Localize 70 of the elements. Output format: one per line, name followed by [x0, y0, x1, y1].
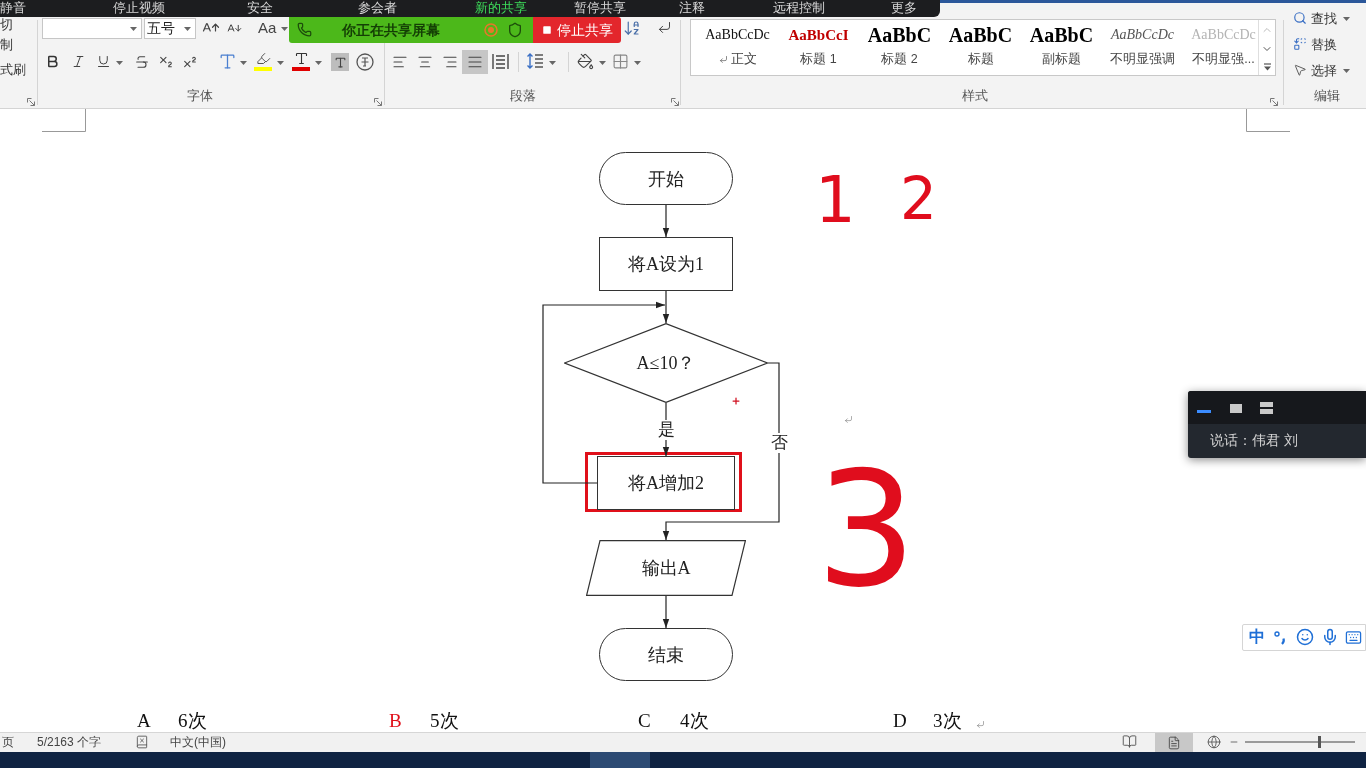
ribbon-command-text: 式刷: [0, 62, 26, 78]
node-text: A≤10？: [636, 352, 696, 374]
style-name: 副标题: [1042, 51, 1081, 68]
select-label: 选择: [1311, 62, 1337, 79]
process-box: [599, 237, 733, 291]
find-label: 查找: [1311, 10, 1337, 27]
io-parallelogram: [586, 540, 746, 596]
handwritten-number: 1: [815, 168, 856, 232]
group-label: 样式: [962, 88, 988, 104]
group-label: 编辑: [1314, 88, 1340, 104]
option-text: 4次: [680, 710, 709, 732]
toolbar-item: 暂停共享: [574, 0, 626, 16]
group-label: 段落: [510, 88, 536, 104]
replace-label: 替换: [1311, 36, 1337, 53]
status-text: 5/2163 个字: [37, 734, 102, 750]
font-size-dropdown: 五号: [144, 18, 196, 39]
input-mode-text: 中: [1249, 627, 1265, 647]
node-text: 输出A: [641, 557, 691, 579]
style-name: 标题 2: [881, 51, 918, 68]
style-preview-text: AaBbCcDc: [1111, 26, 1174, 44]
option-letter: A: [137, 710, 151, 732]
option-letter: D: [893, 710, 907, 732]
style-name: 标题: [967, 51, 994, 68]
share-status-text: 你正在共享屏幕: [342, 21, 440, 40]
toolbar-item: 远程控制: [773, 0, 825, 16]
toolbar-item: 安全: [247, 0, 273, 16]
stop-share-button: 停止共享: [533, 17, 621, 43]
toolbar-item: 更多: [891, 0, 917, 16]
arrow: [662, 290, 670, 324]
status-text: 页: [2, 734, 14, 750]
node-text: 结束: [648, 643, 684, 666]
process-box: [597, 456, 735, 510]
toolbar-item: 新的共享: [475, 0, 527, 16]
toolbar-item: 停止视频: [113, 0, 165, 16]
status-text: 中文(中国): [170, 734, 226, 750]
arrow: [662, 595, 670, 629]
style-preview-text: AaBbCcDc: [705, 26, 770, 44]
toolbar-item: 静音: [0, 0, 26, 16]
arrow: [662, 204, 670, 238]
arrow: [542, 301, 666, 484]
option-letter: B: [389, 710, 402, 732]
style-name: 正文: [730, 51, 757, 68]
handwritten-number: 3: [816, 451, 917, 609]
style-name: 不明显强...: [1192, 51, 1255, 68]
handwritten-number: 2: [900, 170, 937, 228]
toolbar-item: 参会者: [358, 0, 397, 16]
style-preview-text: AaBbC: [867, 23, 932, 48]
edge-label: 是: [656, 419, 676, 440]
style-preview-text: AaBbCcI: [788, 26, 849, 45]
node-text: 将A设为1: [628, 253, 704, 275]
ribbon-command-text: 切: [0, 17, 13, 33]
speaker-status-text: 说话：伟君 刘: [1210, 431, 1298, 450]
option-letter: C: [638, 710, 651, 732]
option-text: 6次: [178, 710, 207, 732]
ribbon-command-text: 制: [0, 37, 13, 53]
toolbar-item: 注释: [679, 0, 705, 16]
change-case-label: Aa: [258, 18, 277, 38]
group-label: 字体: [187, 88, 213, 104]
decision-diamond: [564, 323, 768, 403]
node-text: 将A增加2: [628, 472, 704, 494]
style-name: 标题 1: [800, 51, 837, 68]
style-preview-text: AaBbC: [1029, 23, 1094, 48]
style-preview-text: AaBbC: [948, 23, 1013, 48]
style-preview-text: AaBbCcDc: [1191, 26, 1256, 44]
edge-label: 否: [769, 432, 789, 453]
style-name: 不明显强调: [1110, 51, 1175, 68]
option-text: 3次: [933, 710, 962, 732]
option-text: 5次: [430, 710, 459, 732]
arrow: [662, 362, 780, 541]
node-text: 开始: [648, 167, 684, 190]
